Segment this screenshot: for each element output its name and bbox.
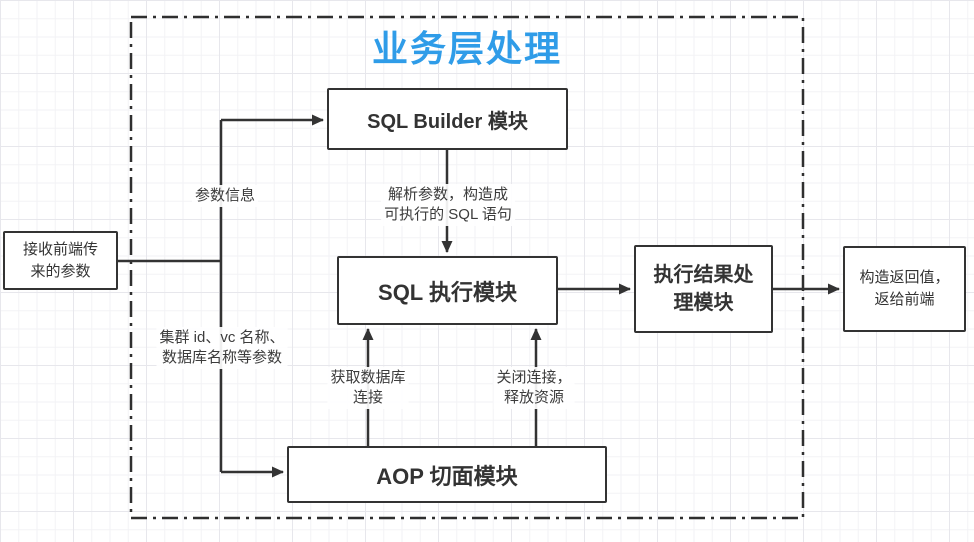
node-result-handler-module: 执行结果处理模块 [634, 245, 773, 333]
node-sql-builder-module: SQL Builder 模块 [327, 88, 568, 150]
edge-label-close-connection: 关闭连接， 释放资源 [493, 367, 575, 409]
business-layer-boundary [129, 15, 805, 520]
edge-label-cluster-params: 集群 id、vc 名称、 数据库名称等参数 [156, 327, 288, 369]
node-receive-params: 接收前端传来的参数 [3, 231, 118, 290]
node-aop-module: AOP 切面模块 [287, 446, 607, 503]
edge-label-get-connection: 获取数据库 连接 [327, 367, 409, 409]
edge-label-parse-params: 解析参数，构造成 可执行的 SQL 语句 [381, 184, 515, 226]
edge-label-param-info: 参数信息 [191, 185, 259, 207]
node-return-value: 构造返回值，返给前端 [843, 246, 966, 332]
node-sql-exec-module: SQL 执行模块 [337, 256, 558, 325]
diagram-title: 业务层处理 [371, 28, 563, 69]
